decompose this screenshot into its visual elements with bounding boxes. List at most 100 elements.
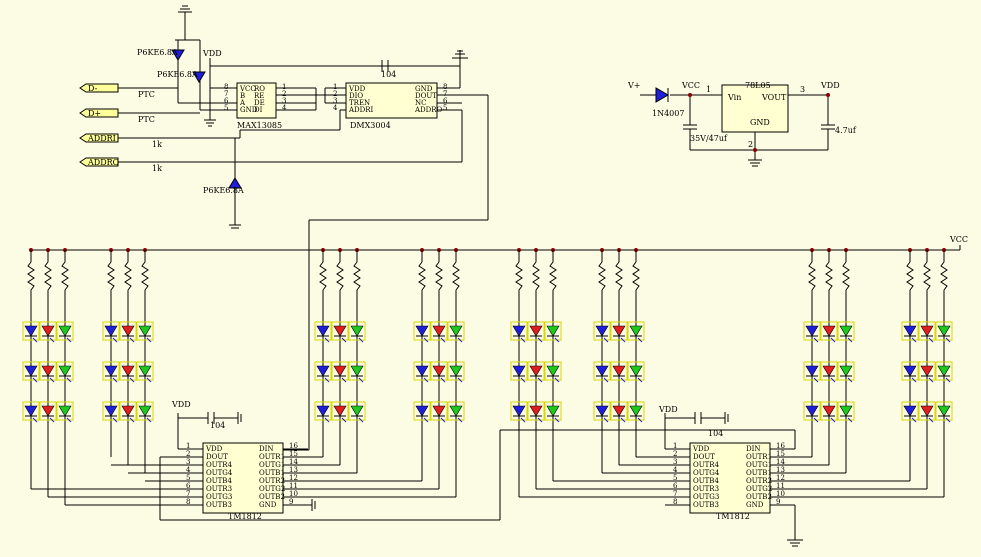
pin-name: DIO	[349, 92, 363, 100]
resistor	[906, 261, 914, 291]
resistor	[940, 261, 948, 291]
pin-number: 4	[333, 104, 338, 112]
power-regulator	[640, 84, 835, 167]
led	[529, 365, 543, 377]
pin-number: 16	[289, 442, 298, 450]
led	[449, 405, 463, 417]
pin-name: A	[239, 99, 246, 107]
pin-number: 11	[776, 482, 785, 490]
resistor	[124, 261, 132, 291]
led	[24, 365, 38, 377]
p6ke-label-3: P6KE6.8A	[203, 186, 244, 195]
led	[920, 325, 934, 337]
led-group	[510, 248, 562, 438]
tm2-name: TM1812	[716, 512, 750, 521]
pin-name: GND	[746, 501, 764, 509]
pin-number: 1	[333, 83, 337, 91]
pin-name: DI	[254, 106, 263, 114]
pin-name: NC	[415, 99, 426, 107]
pin-labels: VDD1DOUT2OUTR43OUTG44OUTB45OUTR36OUTG37O…	[186, 83, 785, 509]
pin-name: VCC	[239, 85, 256, 93]
p6ke-label-2: P6KE6.8A	[157, 70, 198, 79]
led	[512, 405, 526, 417]
led	[612, 325, 626, 337]
pin-number: 1	[282, 83, 286, 91]
connectors	[79, 83, 119, 167]
pin-number: 8	[186, 498, 190, 506]
reg-pin-2: 2	[748, 140, 753, 149]
led	[512, 325, 526, 337]
connector-dminus	[79, 83, 119, 93]
pin-name: DIN	[259, 445, 274, 453]
reg-gnd: GND	[750, 118, 770, 127]
pin-number: 3	[673, 458, 677, 466]
led	[512, 365, 526, 377]
pin-number: 8	[443, 83, 447, 91]
resistor	[141, 261, 149, 291]
led	[920, 365, 934, 377]
pin-number: 2	[673, 450, 677, 458]
led	[58, 365, 72, 377]
led	[937, 325, 951, 337]
led	[937, 365, 951, 377]
connector-addro	[79, 157, 119, 167]
ics	[30, 412, 945, 547]
led	[58, 405, 72, 417]
led	[121, 405, 135, 417]
cap-104-tm1: 104	[210, 421, 225, 430]
led	[316, 365, 330, 377]
led	[937, 405, 951, 417]
led	[138, 405, 152, 417]
pin-number: 6	[224, 97, 229, 105]
pin-number: 6	[443, 97, 448, 105]
resistor	[598, 261, 606, 291]
pin-number: 7	[224, 90, 228, 98]
pin-name: DE	[254, 99, 265, 107]
pin-number: 10	[776, 490, 785, 498]
led	[41, 405, 55, 417]
resistor	[336, 261, 344, 291]
pin-name: RE	[254, 92, 264, 100]
max13085-chip	[236, 82, 277, 119]
pin-name: ADDRI	[348, 106, 374, 114]
p6ke-label-1: P6KE6.8A	[137, 48, 178, 57]
pin-name: OUTG3	[206, 493, 232, 501]
led	[612, 405, 626, 417]
vcc-bus	[30, 245, 961, 251]
led	[546, 325, 560, 337]
pin-number: 2	[333, 90, 337, 98]
led-group	[803, 248, 855, 438]
resistor	[808, 261, 816, 291]
dmx3004-chip	[345, 82, 438, 119]
led	[805, 365, 819, 377]
cap-35v-label: 35V/47uf	[690, 134, 728, 143]
pin-number: 2	[282, 90, 286, 98]
dminus-text: D-	[88, 84, 98, 93]
pin-name: OUTB2	[746, 493, 772, 501]
pin-number: 12	[289, 474, 298, 482]
pin-name: DOUT	[693, 453, 715, 461]
led	[350, 325, 364, 337]
tm1-name: TM1812	[228, 512, 262, 521]
tvs-diode-3	[228, 177, 242, 189]
tm2-routing	[518, 438, 945, 547]
pin-number: 6	[673, 482, 678, 490]
pin-name: ADDRO	[414, 106, 443, 114]
resistor	[107, 261, 115, 291]
pin-number: 7	[443, 90, 447, 98]
led	[839, 405, 853, 417]
led	[595, 365, 609, 377]
pin-name: OUTR2	[746, 477, 772, 485]
connector-dplus	[79, 108, 119, 118]
led	[316, 325, 330, 337]
pin-number: 7	[186, 490, 190, 498]
led	[316, 405, 330, 417]
pin-name: RO	[254, 85, 265, 93]
cap-104-tm2: 104	[708, 429, 723, 438]
pin-name: OUTG4	[206, 469, 233, 477]
led	[104, 405, 118, 417]
resistor	[549, 261, 557, 291]
led	[333, 365, 347, 377]
pin-name: DOUT	[415, 92, 437, 100]
resistor	[435, 261, 443, 291]
